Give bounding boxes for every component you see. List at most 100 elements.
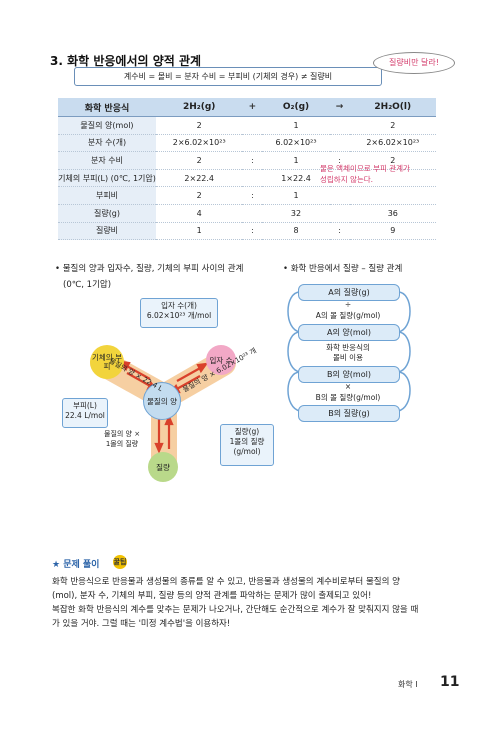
table-row: 기체의 부피(L) (0℃, 1기압) 2×22.4 1×22.4 — [58, 169, 436, 188]
table-cell: 9 — [349, 222, 436, 241]
table-cell: 2×22.4 — [156, 169, 243, 188]
header-cell: 화학 반응식 — [58, 98, 156, 117]
row-label: 질량(g) — [58, 204, 156, 223]
divide-icon: ÷ — [344, 300, 352, 309]
table-cell: 4 — [156, 204, 243, 223]
table-cell — [329, 134, 350, 153]
header-cell: 2H₂O(l) — [349, 98, 436, 117]
box-line: 22.4 L/mol — [65, 411, 105, 420]
step-a-mol: A의 양(mol) — [298, 324, 400, 341]
row-label: 부피비 — [58, 186, 156, 205]
header-cell: 2H₂(g) — [156, 98, 243, 117]
center-node: 물질의 양 — [143, 382, 181, 420]
table-cell — [329, 169, 350, 188]
table-cell — [242, 116, 263, 135]
formula-box: 계수비 = 몰비 = 분자 수비 = 부피비 (기체의 경우) ≠ 질량비 — [74, 67, 382, 86]
table-cell: 2 — [156, 186, 243, 205]
header-cell: + — [242, 98, 263, 117]
arm-line: 물질의 양 × — [104, 430, 141, 438]
multiply-icon: × — [344, 382, 352, 391]
left-diagram-subtitle: (0℃, 1기압) — [63, 280, 112, 290]
table-cell: 2×6.02×10²³ — [156, 134, 243, 153]
table-row: 부피비 2 : 1 — [58, 186, 436, 205]
row-label: 분자 수비 — [58, 151, 156, 170]
arm-line: 1몰의 질량 — [105, 440, 139, 448]
table-cell: : — [242, 186, 263, 205]
table-header-row: 화학 반응식 2H₂(g) + O₂(g) → 2H₂O(l) — [58, 98, 436, 117]
table-cell — [329, 116, 350, 135]
paragraph-line: 복잡한 화학 반응식의 계수를 맞추는 문제가 나오거나, 간단해도 순간적으로… — [52, 605, 419, 615]
step-b-mass: B의 질량(g) — [298, 405, 400, 422]
box-line: 입자 수(개) — [161, 301, 197, 310]
left-diagram-title: • 물질의 양과 입자수, 질량, 기체의 부피 사이의 관계 — [55, 264, 244, 274]
row-label: 분자 수(개) — [58, 134, 156, 153]
row-label: 질량비 — [58, 222, 156, 241]
gas-node: 기체의 부피 — [90, 345, 124, 379]
op-line: 화학 반응식의 — [326, 343, 370, 352]
table-cell: 32 — [262, 204, 330, 223]
header-cell: → — [329, 98, 350, 117]
paragraph-line: (mol), 분자 수, 기체의 부피, 질량 등의 양적 관계를 파악하는 문… — [52, 591, 372, 601]
table-cell: 2×6.02×10²³ — [349, 134, 436, 153]
step-b-mol: B의 양(mol) — [298, 366, 400, 383]
solve-title: ★ 문제 풀이 — [52, 560, 100, 570]
handwritten-note: 물은 액체이므로 부피 관계가 성립하지 않는다. — [320, 163, 410, 185]
table-row: 질량(g) 4 32 36 — [58, 204, 436, 223]
table-cell — [329, 186, 350, 205]
tip-badge: 꿀팁 — [113, 555, 127, 569]
mass-node: 질량 — [148, 452, 178, 482]
table-cell: 1×22.4 — [262, 169, 330, 188]
table-row: 물질의 양(mol) 2 1 2 — [58, 116, 436, 135]
table-cell: 1 — [262, 151, 330, 170]
op-line: 몰비 이용 — [333, 353, 363, 362]
op-label: 화학 반응식의 몰비 이용 — [298, 343, 398, 363]
arm-label-mass: 물질의 양 × 1몰의 질량 — [104, 429, 140, 449]
table-row: 분자 수(개) 2×6.02×10²³ 6.02×10²³ 2×6.02×10²… — [58, 134, 436, 153]
reaction-table: 화학 반응식 2H₂(g) + O₂(g) → 2H₂O(l) 물질의 양(mo… — [58, 98, 436, 241]
table-cell: 2 — [349, 151, 436, 170]
table-cell: 2 — [156, 151, 243, 170]
op-label: B의 몰 질량(g/mol) — [315, 393, 381, 402]
table-cell: 6.02×10²³ — [262, 134, 330, 153]
table-cell — [349, 169, 436, 188]
section-title: 3. 화학 반응에서의 양적 관계 — [50, 54, 202, 68]
table-cell: : — [242, 222, 263, 241]
table-cell — [242, 134, 263, 153]
page-number: 11 — [440, 674, 460, 690]
table-cell: 1 — [156, 222, 243, 241]
table-cell: 1 — [262, 186, 330, 205]
footer-subject: 화학 I — [398, 680, 418, 689]
header-cell: O₂(g) — [262, 98, 330, 117]
note-line: 물은 액체이므로 부피 관계가 — [320, 164, 410, 173]
row-label: 기체의 부피(L) (0℃, 1기압) — [58, 169, 156, 188]
table-cell: : — [242, 151, 263, 170]
paragraph-line: 가 있을 거야. 그럴 때는 '미정 계수법'을 이용하자! — [52, 619, 231, 629]
table-cell: : — [329, 222, 350, 241]
table-cell — [349, 186, 436, 205]
table-cell — [329, 204, 350, 223]
table-cell — [242, 169, 263, 188]
table-cell: 8 — [262, 222, 330, 241]
op-label: A의 몰 질량(g/mol) — [315, 311, 381, 320]
note-line: 성립하지 않는다. — [320, 175, 374, 184]
box-line: (g/mol) — [233, 447, 261, 456]
paragraph-line: 화학 반응식으로 반응물과 생성물의 종류를 알 수 있고, 반응물과 생성물의… — [52, 577, 400, 587]
mass-box: 질량(g) 1몰의 질량 (g/mol) — [220, 424, 274, 466]
particles-box: 입자 수(개) 6.02×10²³ 개/mol — [140, 298, 218, 328]
volume-box: 부피(L) 22.4 L/mol — [62, 398, 108, 428]
right-diagram-title: • 화학 반응에서 질량 – 질량 관계 — [283, 264, 403, 274]
box-line: 6.02×10²³ 개/mol — [146, 311, 212, 320]
table-cell: : — [329, 151, 350, 170]
table-cell: 36 — [349, 204, 436, 223]
box-line: 부피(L) — [73, 401, 97, 410]
particles-node: 입자 수 — [206, 345, 236, 375]
arrows — [118, 360, 209, 454]
table-row: 분자 수비 2 : 1 : 2 — [58, 151, 436, 170]
row-label: 물질의 양(mol) — [58, 116, 156, 135]
table-row: 질량비 1 : 8 : 9 — [58, 222, 436, 241]
table-cell: 2 — [156, 116, 243, 135]
note-bubble: 질량비만 달라! — [373, 52, 455, 74]
table-cell — [242, 204, 263, 223]
step-a-mass: A의 질량(g) — [298, 284, 400, 301]
flow-connectors — [287, 291, 411, 412]
